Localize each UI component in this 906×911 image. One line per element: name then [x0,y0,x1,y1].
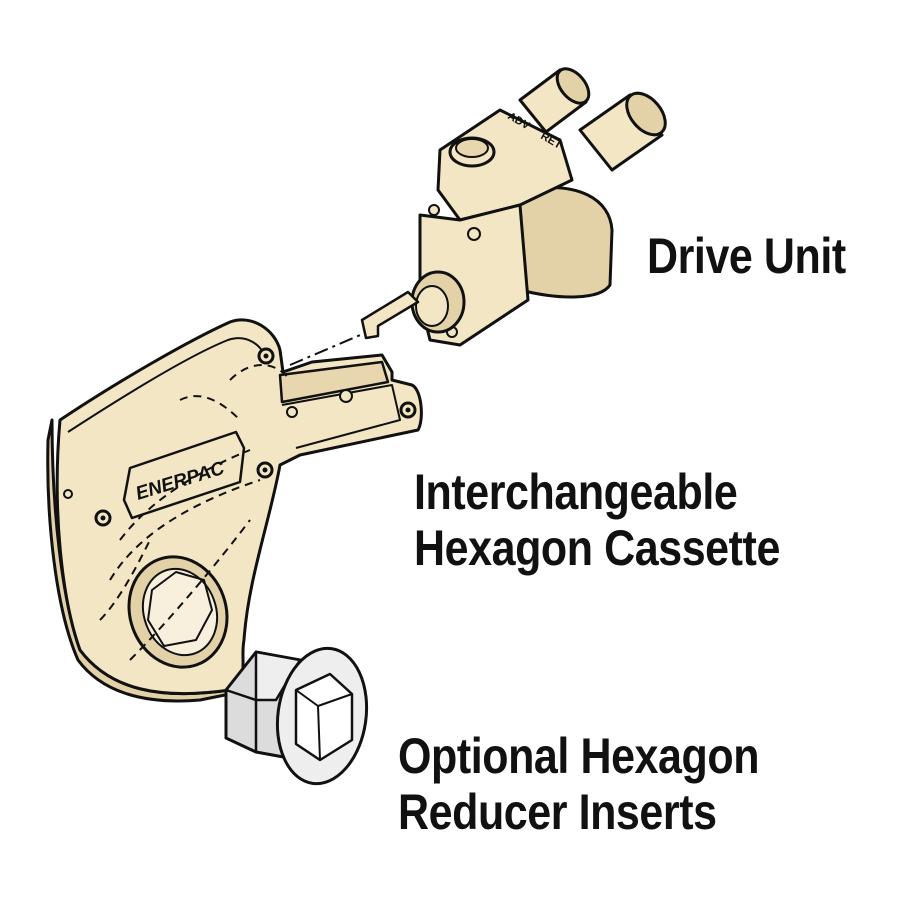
cassette-label-line1: Interchangeable [414,464,738,520]
insert-label-line1: Optional Hexagon [398,728,760,784]
insert-label-line2: Reducer Inserts [398,784,717,840]
alignment-line [289,329,373,366]
cassette-label: Interchangeable Hexagon Cassette [414,464,780,576]
hexagon-cassette [46,318,423,703]
drive-unit: ADV RET [360,67,667,347]
cassette-label-line2: Hexagon Cassette [414,520,780,576]
insert-label: Optional Hexagon Reducer Inserts [398,728,759,840]
drive-unit-label: Drive Unit [647,228,846,284]
reducer-insert [224,646,369,786]
